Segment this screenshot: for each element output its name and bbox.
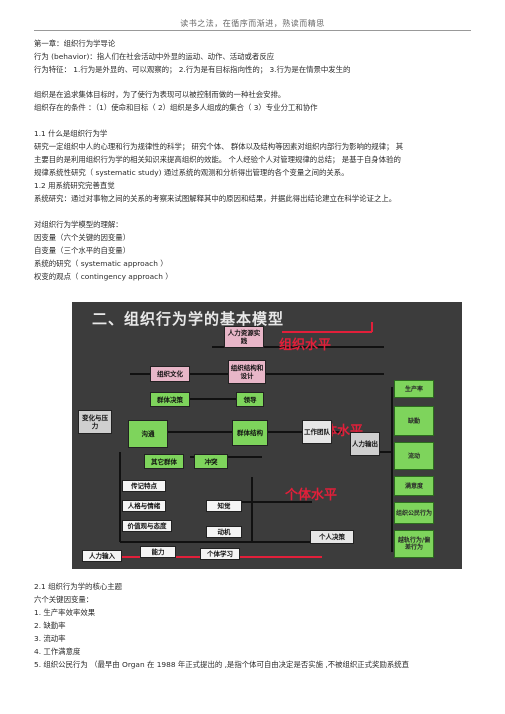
line-12: 因变量（六个关键的因变量） <box>34 233 131 242</box>
line-17: 六个关键因变量： <box>34 595 94 604</box>
node-group-decision: 群体决策 <box>150 392 190 407</box>
output-absenteeism: 缺勤 <box>394 406 434 436</box>
line-9: 1.2 用系统研究完善直觉 <box>34 181 115 190</box>
line-2: 行为特征： 1.行为是外显的、可以观察的； 2.行为是有目标指向性的； 3.行为… <box>34 65 351 74</box>
line-10: 系统研究：通过对事物之间的关系的考察来试图解释其中的原因和结果，并据此得出结论建… <box>34 194 397 203</box>
node-hr-practice: 人力资源实践 <box>224 326 264 348</box>
line-14: 系统的研究（ systematic approach ） <box>34 259 168 268</box>
line-0: 第一章：组织行为学导论 <box>34 39 116 48</box>
node-human-input: 人力输入 <box>82 550 122 562</box>
node-values-attitudes: 价值观与态度 <box>122 520 172 532</box>
node-biographical-traits: 传记特点 <box>122 480 166 492</box>
page-header: 读书之法，在循序而渐进，熟读而精思 <box>180 19 325 28</box>
ob-basic-model-diagram: 二、组织行为学的基本模型 组织水平 群体水平 个体水平 人力资源实践 组织文化 … <box>72 302 462 569</box>
line-15: 权变的观点（ contingency approach ） <box>34 272 173 281</box>
node-ability: 能力 <box>140 546 176 558</box>
output-satisfaction: 满意度 <box>394 476 434 496</box>
line-22: 5. 组织公民行为 （最早由 Organ 在 1988 年正式提出的 ,是指个体… <box>34 660 410 669</box>
level-org: 组织水平 <box>279 338 332 353</box>
node-personality-emotion: 人格与情绪 <box>122 500 166 512</box>
level-individual: 个体水平 <box>285 488 338 503</box>
line-20: 3. 流动率 <box>34 634 66 643</box>
line-18: 1. 生产率效率效果 <box>34 608 96 617</box>
line-4: 组织存在的条件 ：（1）使命和目标（ 2）组织是多人组成的集合（ 3）专业分工和… <box>34 103 318 112</box>
line-5: 1.1 什么是组织行为学 <box>34 129 108 138</box>
line-11: 对组织行为学模型的理解： <box>34 220 123 229</box>
node-communication: 沟通 <box>128 420 168 448</box>
line-6: 研究一定组织中人的心理和行为规律性的科学； 研究个体、 群体以及结构等因素对组织… <box>34 142 404 151</box>
node-individual-decision: 个人决策 <box>310 530 354 544</box>
node-perception: 知觉 <box>206 500 242 512</box>
node-human-output: 人力输出 <box>350 432 380 456</box>
output-deviant-behavior: 越轨行为/偏差行为 <box>394 530 434 558</box>
node-conflict: 冲突 <box>194 454 228 469</box>
output-ocb: 组织公民行为 <box>394 502 434 524</box>
node-org-culture: 组织文化 <box>150 366 190 382</box>
node-org-structure: 组织结构和设计 <box>228 360 266 384</box>
node-other-groups: 其它群体 <box>144 454 184 469</box>
line-16: 2.1 组织行为学的核心主题 <box>34 582 123 591</box>
node-group-structure: 群体结构 <box>232 420 268 446</box>
line-1: 行为 (behavior)：指人们在社会活动中外显的运动、动作、活动或者反应 <box>34 52 275 61</box>
node-leadership: 领导 <box>236 392 264 407</box>
node-work-team: 工作团队 <box>302 420 332 444</box>
output-productivity: 生产率 <box>394 380 434 398</box>
header-rule <box>34 30 471 31</box>
output-turnover: 流动 <box>394 442 434 470</box>
node-motivation: 动机 <box>206 526 242 538</box>
line-19: 2. 缺勤率 <box>34 621 66 630</box>
line-8: 规律系统性研究（ systematic study) 通过系统的观测和分析得出管… <box>34 168 349 177</box>
diagram-title: 二、组织行为学的基本模型 <box>92 310 285 328</box>
line-7: 主要目的是利用组织行为学的相关知识来提高组织的效能。 个人经验个人对管理规律的总… <box>34 155 401 164</box>
line-21: 4. 工作满意度 <box>34 647 81 656</box>
node-change-stress: 变化与压力 <box>78 410 112 434</box>
node-individual-learning: 个体学习 <box>200 548 240 560</box>
line-3: 组织是在追求集体目标时，为了使行为表现可以被控制而做的一种社会安排。 <box>34 90 286 99</box>
line-13: 自变量（三个水平的自变量） <box>34 246 131 255</box>
